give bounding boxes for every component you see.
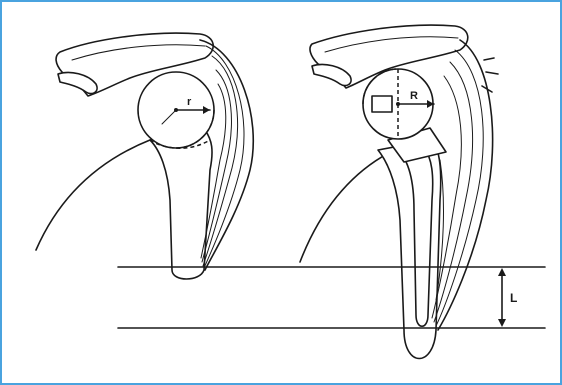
tension-mark-2	[486, 72, 498, 74]
prosthetic-deltoid-outer	[438, 40, 493, 330]
small-radius-label: r	[187, 96, 192, 108]
native-shoulder: r	[36, 33, 253, 279]
native-humerus	[150, 130, 212, 279]
prosthetic-head-key	[372, 96, 392, 112]
prosthetic-shoulder: R	[300, 25, 498, 358]
length-arrowhead-bottom	[498, 319, 506, 327]
length-arrowhead-top	[498, 268, 506, 276]
native-center-dot	[174, 108, 178, 112]
large-radius-label: R	[410, 90, 418, 102]
prosthetic-center-dot	[396, 102, 400, 106]
length-label: L	[510, 291, 517, 305]
prosthetic-scapula-outline	[300, 155, 385, 262]
tension-mark-1	[484, 58, 494, 60]
native-scapula-outline	[36, 140, 150, 250]
